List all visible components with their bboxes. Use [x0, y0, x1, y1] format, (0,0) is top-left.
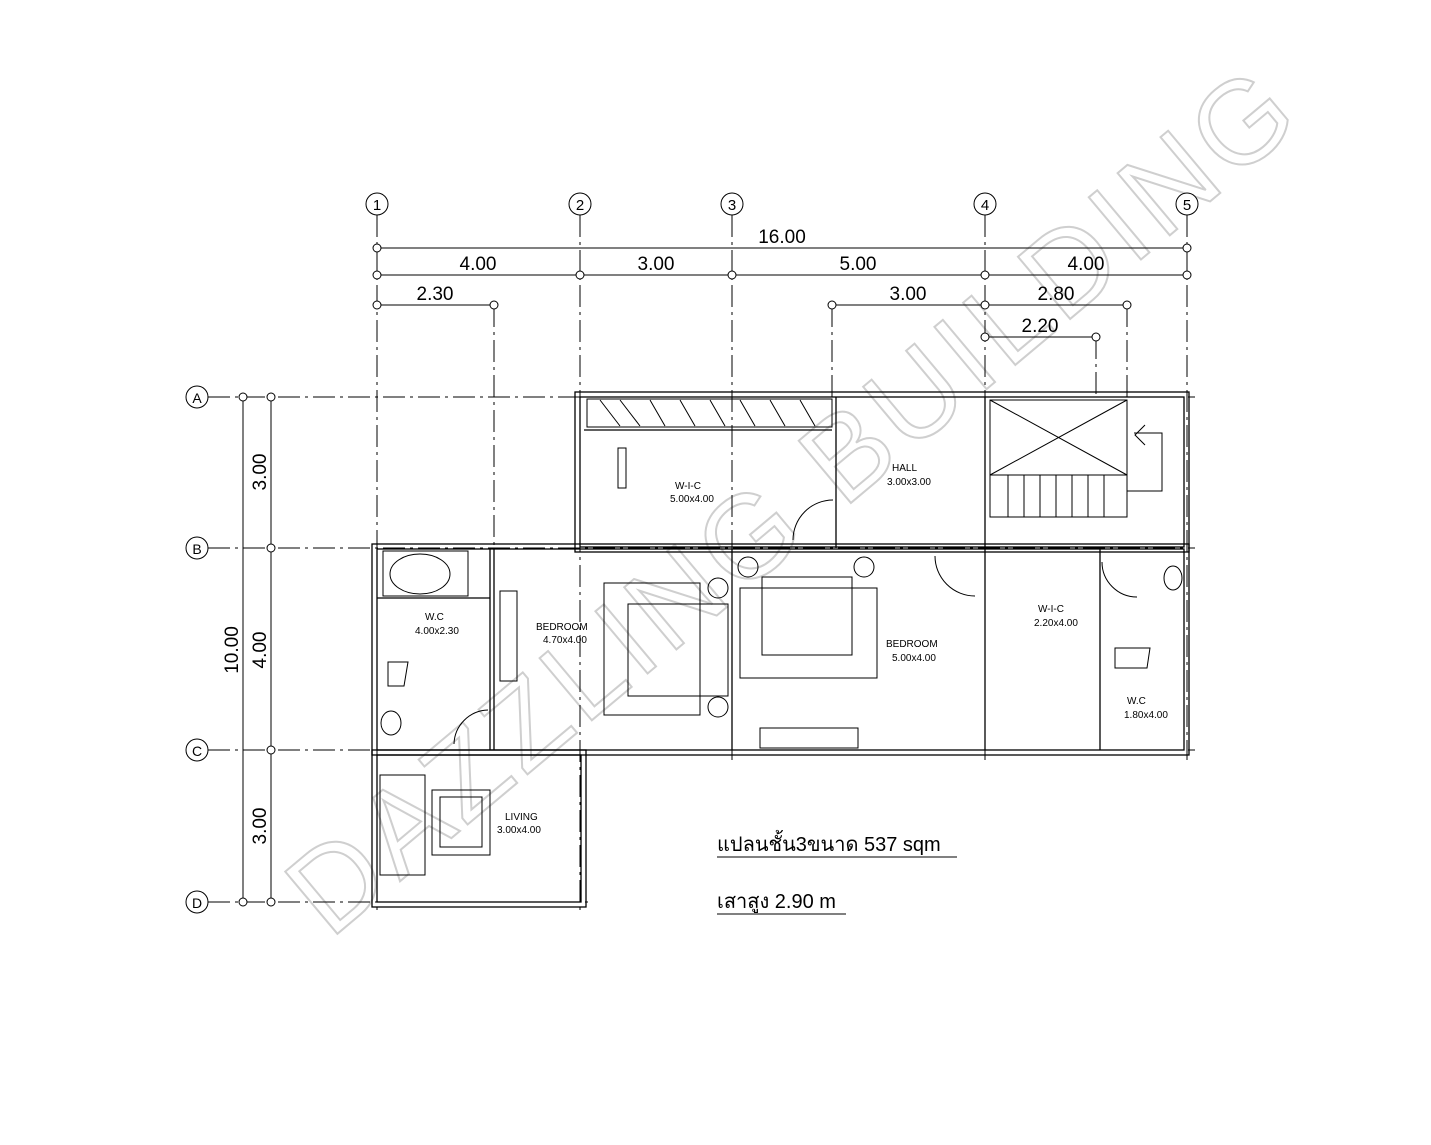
watermark: DAZZLING BUILDING	[262, 39, 1324, 960]
svg-text:5.00x4.00: 5.00x4.00	[670, 494, 714, 505]
sink-icon	[380, 565, 1183, 736]
furniture	[379, 398, 1183, 876]
bed-icon	[603, 576, 878, 716]
grid-marker-A: A	[185, 385, 209, 409]
svg-text:2.80: 2.80	[1038, 284, 1075, 305]
svg-text:16.00: 16.00	[758, 227, 806, 248]
column-height-note: เสาสูง 2.90 m	[717, 891, 836, 914]
grid-marker-B: B	[185, 536, 209, 560]
room-bedroom-2: BEDROOM 5.00x4.00	[886, 639, 938, 664]
dimension-labels: 16.00 4.00 3.00 5.00 4.00 2.30 3.00 2.80…	[222, 227, 1104, 844]
svg-text:4.00x2.30: 4.00x2.30	[415, 626, 459, 637]
nightstand-icon	[707, 556, 875, 718]
svg-text:W.C: W.C	[425, 612, 444, 623]
svg-text:BEDROOM: BEDROOM	[886, 639, 938, 650]
wardrobe-icon	[586, 398, 833, 428]
bathtub-icon	[382, 550, 469, 597]
svg-text:W-I-C: W-I-C	[1038, 604, 1064, 615]
svg-text:LIVING: LIVING	[505, 812, 538, 823]
plan-title: แปลนชั้น3ขนาด 537 sqm	[717, 830, 941, 856]
plan-notes: แปลนชั้น3ขนาด 537 sqm เสาสูง 2.90 m	[717, 830, 957, 915]
svg-text:5.00x4.00: 5.00x4.00	[892, 653, 936, 664]
sofa-icon	[379, 774, 491, 876]
svg-text:A: A	[192, 390, 202, 406]
svg-text:BEDROOM: BEDROOM	[536, 622, 588, 633]
svg-text:3.00: 3.00	[638, 254, 675, 275]
svg-text:5: 5	[1183, 197, 1191, 214]
svg-text:2: 2	[576, 197, 584, 214]
svg-text:3.00: 3.00	[250, 808, 271, 845]
room-living: LIVING 3.00x4.00	[497, 812, 541, 836]
svg-text:2.30: 2.30	[417, 284, 454, 305]
svg-text:B: B	[192, 541, 201, 557]
grid-marker-3: 3	[720, 192, 744, 216]
svg-text:10.00: 10.00	[222, 626, 243, 674]
svg-text:4.00: 4.00	[460, 254, 497, 275]
svg-text:3: 3	[728, 197, 736, 214]
svg-text:2.20x4.00: 2.20x4.00	[1034, 618, 1078, 629]
room-labels: W-I-C 5.00x4.00 HALL 3.00x3.00 W.C 4.00x2.3…	[415, 463, 1168, 836]
svg-text:3.00x3.00: 3.00x3.00	[887, 477, 931, 488]
room-wc-1: W.C 4.00x2.30	[415, 612, 459, 637]
grid-marker-2: 2	[568, 192, 592, 216]
svg-text:C: C	[192, 743, 202, 759]
svg-text:4: 4	[981, 197, 989, 214]
walls	[371, 391, 1190, 908]
dimension-lines	[238, 243, 1192, 907]
svg-text:4.00: 4.00	[250, 632, 271, 669]
grid-marker-4: 4	[973, 192, 997, 216]
svg-text:1: 1	[373, 197, 381, 214]
room-hall: HALL 3.00x3.00	[887, 463, 931, 488]
grid-marker-1: 1	[365, 192, 389, 216]
column-grid-markers: 1 2 3 4 5	[365, 192, 1199, 216]
svg-text:1.80x4.00: 1.80x4.00	[1124, 710, 1168, 721]
room-wic-2: W-I-C 2.20x4.00	[1034, 604, 1078, 629]
svg-text:HALL: HALL	[892, 463, 917, 474]
door-swing-icon	[453, 499, 1138, 745]
tv-cabinet-icon	[499, 590, 859, 749]
grid-marker-C: C	[185, 738, 209, 762]
svg-text:W-I-C: W-I-C	[675, 481, 701, 492]
room-bedroom-1: BEDROOM 4.70x4.00	[536, 622, 588, 646]
toilet-icon	[387, 447, 1151, 687]
room-wc-2: W.C 1.80x4.00	[1124, 696, 1168, 721]
svg-text:5.00: 5.00	[840, 254, 877, 275]
svg-text:3.00: 3.00	[890, 284, 927, 305]
svg-text:2.20: 2.20	[1022, 316, 1059, 337]
room-wic-1: W-I-C 5.00x4.00	[670, 481, 714, 505]
svg-text:3.00: 3.00	[250, 454, 271, 491]
svg-text:D: D	[192, 895, 202, 911]
svg-text:3.00x4.00: 3.00x4.00	[497, 825, 541, 836]
row-grid-markers: A B C D	[185, 385, 209, 914]
svg-text:W.C: W.C	[1127, 696, 1146, 707]
grid-marker-5: 5	[1175, 192, 1199, 216]
stair-icon	[989, 399, 1163, 518]
svg-text:4.00: 4.00	[1068, 254, 1105, 275]
grid-marker-D: D	[185, 890, 209, 914]
svg-text:4.70x4.00: 4.70x4.00	[543, 635, 587, 646]
